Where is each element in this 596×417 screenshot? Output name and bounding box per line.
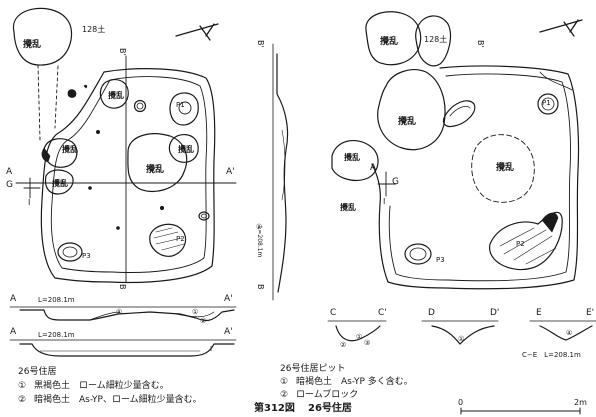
right-grid-label: 128土: [424, 35, 448, 44]
pit-section-e-left: E: [536, 308, 542, 318]
right-plan-drawing: [331, 11, 583, 290]
left-north-arrow: [175, 23, 219, 41]
legend-dwelling-title: 26号住居: [18, 367, 57, 377]
figure-caption-number: 第312図: [254, 403, 295, 414]
scale-end: 2m: [574, 398, 587, 407]
right-pit-p3: [404, 243, 432, 265]
right-intrusion-label-4: 攪乱: [496, 163, 515, 173]
legend-pits-item-2-num: ②: [280, 390, 289, 400]
left-pit-p3-label: P3: [82, 252, 91, 260]
section-a2-marker: I: [210, 345, 213, 353]
left-intrusion-wall-b: [44, 169, 74, 195]
left-pit-p2-label: P2: [176, 235, 185, 243]
pit-section-c-right: C': [378, 308, 387, 318]
section-a2-elevation: L=208.1m: [38, 331, 75, 339]
pit-section-c-left: C: [330, 308, 337, 318]
section-a-label-right: A': [224, 294, 233, 304]
right-pit-p1-label: P1: [542, 99, 551, 107]
right-dwelling-inner: [388, 73, 571, 282]
right-intrusion-label-1: 攪乱: [380, 37, 399, 47]
left-intrusion-label-1: 攪乱: [23, 40, 42, 50]
figure-caption-title: 26号住居: [308, 403, 352, 414]
pit-section-d-right: D': [490, 308, 500, 318]
legend-pits-item-2-text: ロームブロック: [296, 390, 359, 400]
right-pit-p3-label: P3: [436, 256, 445, 264]
section-a-layer-2: ②: [200, 317, 207, 325]
left-intrusion-label-6: 攪乱: [52, 179, 68, 188]
legend-pits-item-1-num: ①: [280, 377, 289, 387]
left-pit-p1-rim: [169, 92, 199, 126]
left-intrusion-label-4: 攪乱: [178, 145, 194, 154]
pit-sections: [327, 320, 596, 345]
left-point-b: B: [118, 284, 127, 290]
right-intrusion-label-2: 攪乱: [398, 117, 417, 127]
right-point-g: G: [392, 177, 399, 187]
left-point-b-prime: B': [118, 48, 127, 56]
left-intrusion-center: [127, 133, 188, 193]
section-a2-profile: [9, 339, 237, 357]
section-b-profile: [272, 43, 289, 301]
legend-dwelling-item-2-text: 暗褐色土 As-YP、ローム細粒少量含む。: [34, 395, 202, 405]
left-pit-p3: [57, 242, 83, 262]
right-intrusion-mid: [377, 69, 446, 151]
right-pit-p2-label: P2: [516, 240, 525, 248]
left-pit-p2: [149, 223, 187, 257]
left-point-i: I: [28, 198, 31, 207]
left-plan-drawing: [12, 7, 237, 284]
left-dwelling-outer: [40, 68, 216, 284]
right-point-i: I: [383, 197, 386, 206]
right-north-arrow: [539, 19, 583, 37]
left-intrusion-label-3: 攪乱: [62, 145, 78, 154]
scale-zero: 0: [458, 398, 464, 407]
left-grid-label: 128土: [82, 25, 106, 34]
right-pit-p1: [537, 93, 559, 115]
legend-dwelling-item-1-text: 黒褐色土 ローム細粒少量含む。: [34, 381, 169, 391]
left-intrusion-label-2: 攪乱: [108, 91, 124, 100]
left-point-a-prime: A': [226, 167, 235, 177]
right-intrusion-left: [331, 139, 379, 181]
section-b-label-bottom: B: [256, 284, 265, 290]
section-a2-label-right: A': [224, 327, 233, 337]
section-b-label-top: B': [256, 40, 265, 48]
left-intrusion-label-5: 攪乱: [146, 165, 165, 175]
legend-pits-item-1-text: 暗褐色土 As-YP 多く含む。: [296, 377, 413, 387]
left-point-g: G: [6, 180, 13, 190]
pit-section-d-layer-1: ①: [458, 335, 465, 343]
left-dwelling-inner: [50, 76, 208, 273]
pit-section-d-left: D: [428, 308, 435, 318]
legend-pits-title: 26号住居ピット: [280, 364, 346, 374]
right-intrusion-label-3: 攪乱: [344, 153, 360, 162]
left-pit-p1-label: P1: [176, 101, 185, 109]
legend-dwelling-item-2-num: ②: [18, 395, 27, 405]
left-point-a: A: [6, 167, 13, 177]
right-intrusion-label-5: 攪乱: [340, 203, 356, 212]
pit-section-layer-3: ③: [364, 339, 371, 347]
right-point-a: A: [370, 163, 377, 173]
right-pit-p2: [489, 211, 563, 271]
right-point-b-prime: B': [476, 40, 485, 48]
section-a2-label-left: A: [10, 327, 17, 337]
section-b-elevation: L=208.1m: [256, 226, 263, 258]
left-intrusion-upper: [99, 79, 129, 109]
scale-bar: [460, 407, 581, 415]
left-intrusion-top: [12, 7, 73, 66]
section-a-elevation: L=208.1m: [38, 296, 75, 304]
pit-section-layer-4: ④: [566, 329, 573, 337]
pit-section-elevation: C−E L=208.1m: [522, 351, 581, 359]
pit-section-layer-1: ①: [356, 333, 363, 341]
section-b-layer: ①: [256, 223, 263, 231]
right-dwelling-outer: [371, 65, 580, 290]
section-a-label-left: A: [10, 294, 17, 304]
pit-section-e-right: E': [586, 308, 595, 318]
right-intrusion-top-b: [415, 15, 452, 67]
left-intrusion-right: [168, 134, 199, 163]
section-a-profile: [9, 306, 237, 322]
section-a-layer-1b: ①: [192, 308, 199, 316]
legend-dwelling-item-1-num: ①: [18, 381, 27, 391]
left-intrusion-wall-a: [43, 138, 78, 168]
pit-section-layer-2: ②: [340, 341, 347, 349]
section-a-layer-1: ①: [116, 308, 123, 316]
